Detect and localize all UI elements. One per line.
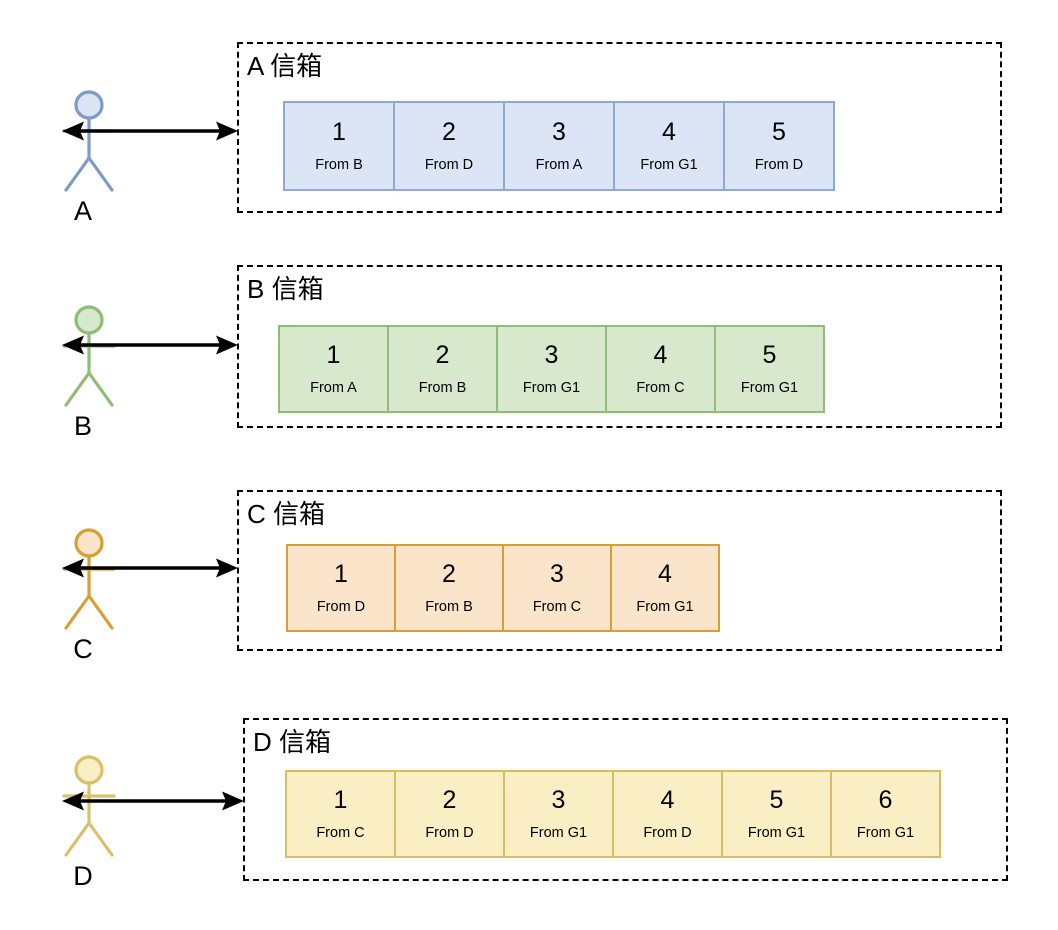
mailbox-title-a: A 信箱 [247, 51, 323, 81]
actor-label-b: B [73, 411, 92, 441]
message-index: 4 [658, 559, 672, 588]
message-index: 1 [332, 117, 346, 146]
arrow-wrap-d [62, 788, 244, 819]
message-index: 1 [326, 340, 341, 369]
message-source: From G1 [529, 824, 588, 841]
message-source: From D [316, 598, 366, 615]
message-source: From D [425, 824, 474, 841]
connector-arrow-a [62, 121, 238, 141]
message-index: 2 [442, 559, 456, 588]
message-index: 5 [769, 785, 784, 814]
message-source: From B [315, 156, 363, 173]
message-source: From D [424, 156, 474, 173]
message-source: From C [532, 598, 582, 615]
actor-label-d: D [73, 861, 93, 891]
message-index: 5 [772, 117, 786, 146]
message-index: 4 [660, 785, 675, 814]
message-source: From G1 [747, 824, 806, 841]
message-index: 1 [334, 559, 348, 588]
connector-arrow-b [62, 335, 238, 355]
message-index: 6 [878, 785, 893, 814]
message-index: 3 [551, 785, 566, 814]
arrow-wrap-a [62, 118, 238, 149]
stick-figure-icon-d [54, 755, 124, 865]
message-source: From G1 [636, 598, 694, 615]
actor-label-c: C [73, 634, 93, 664]
message-source: From B [418, 379, 467, 396]
message-source: From C [316, 824, 365, 841]
message-index: 1 [333, 785, 348, 814]
message-source: From A [310, 379, 357, 396]
message-source: From D [754, 156, 804, 173]
stick-figure-b [62, 305, 116, 407]
actor-label-a: A [73, 196, 92, 226]
message-source: From D [643, 824, 692, 841]
arrow-wrap-c [62, 555, 238, 586]
stick-figure-d [62, 755, 116, 857]
connector-arrow-c [62, 558, 238, 578]
mailbox-title-b: B 信箱 [247, 274, 324, 304]
message-index: 3 [552, 117, 566, 146]
message-index: 5 [762, 340, 777, 369]
message-index: 3 [544, 340, 559, 369]
message-source: From G1 [740, 379, 799, 396]
message-index: 4 [662, 117, 676, 146]
message-source: From A [535, 156, 583, 173]
connector-arrow-d [62, 791, 244, 811]
message-source: From C [636, 379, 685, 396]
message-source: From G1 [856, 824, 915, 841]
message-source: From G1 [522, 379, 581, 396]
arrow-wrap-b [62, 332, 238, 363]
message-source: From G1 [640, 156, 698, 173]
stick-figure-icon-b [54, 305, 124, 415]
mailbox-title-d: D 信箱 [253, 727, 332, 757]
message-index: 2 [442, 785, 457, 814]
message-index: 3 [550, 559, 564, 588]
message-index: 4 [653, 340, 668, 369]
message-source: From B [425, 598, 473, 615]
mailbox-title-c: C 信箱 [247, 499, 326, 529]
message-index: 2 [442, 117, 456, 146]
message-index: 2 [435, 340, 450, 369]
